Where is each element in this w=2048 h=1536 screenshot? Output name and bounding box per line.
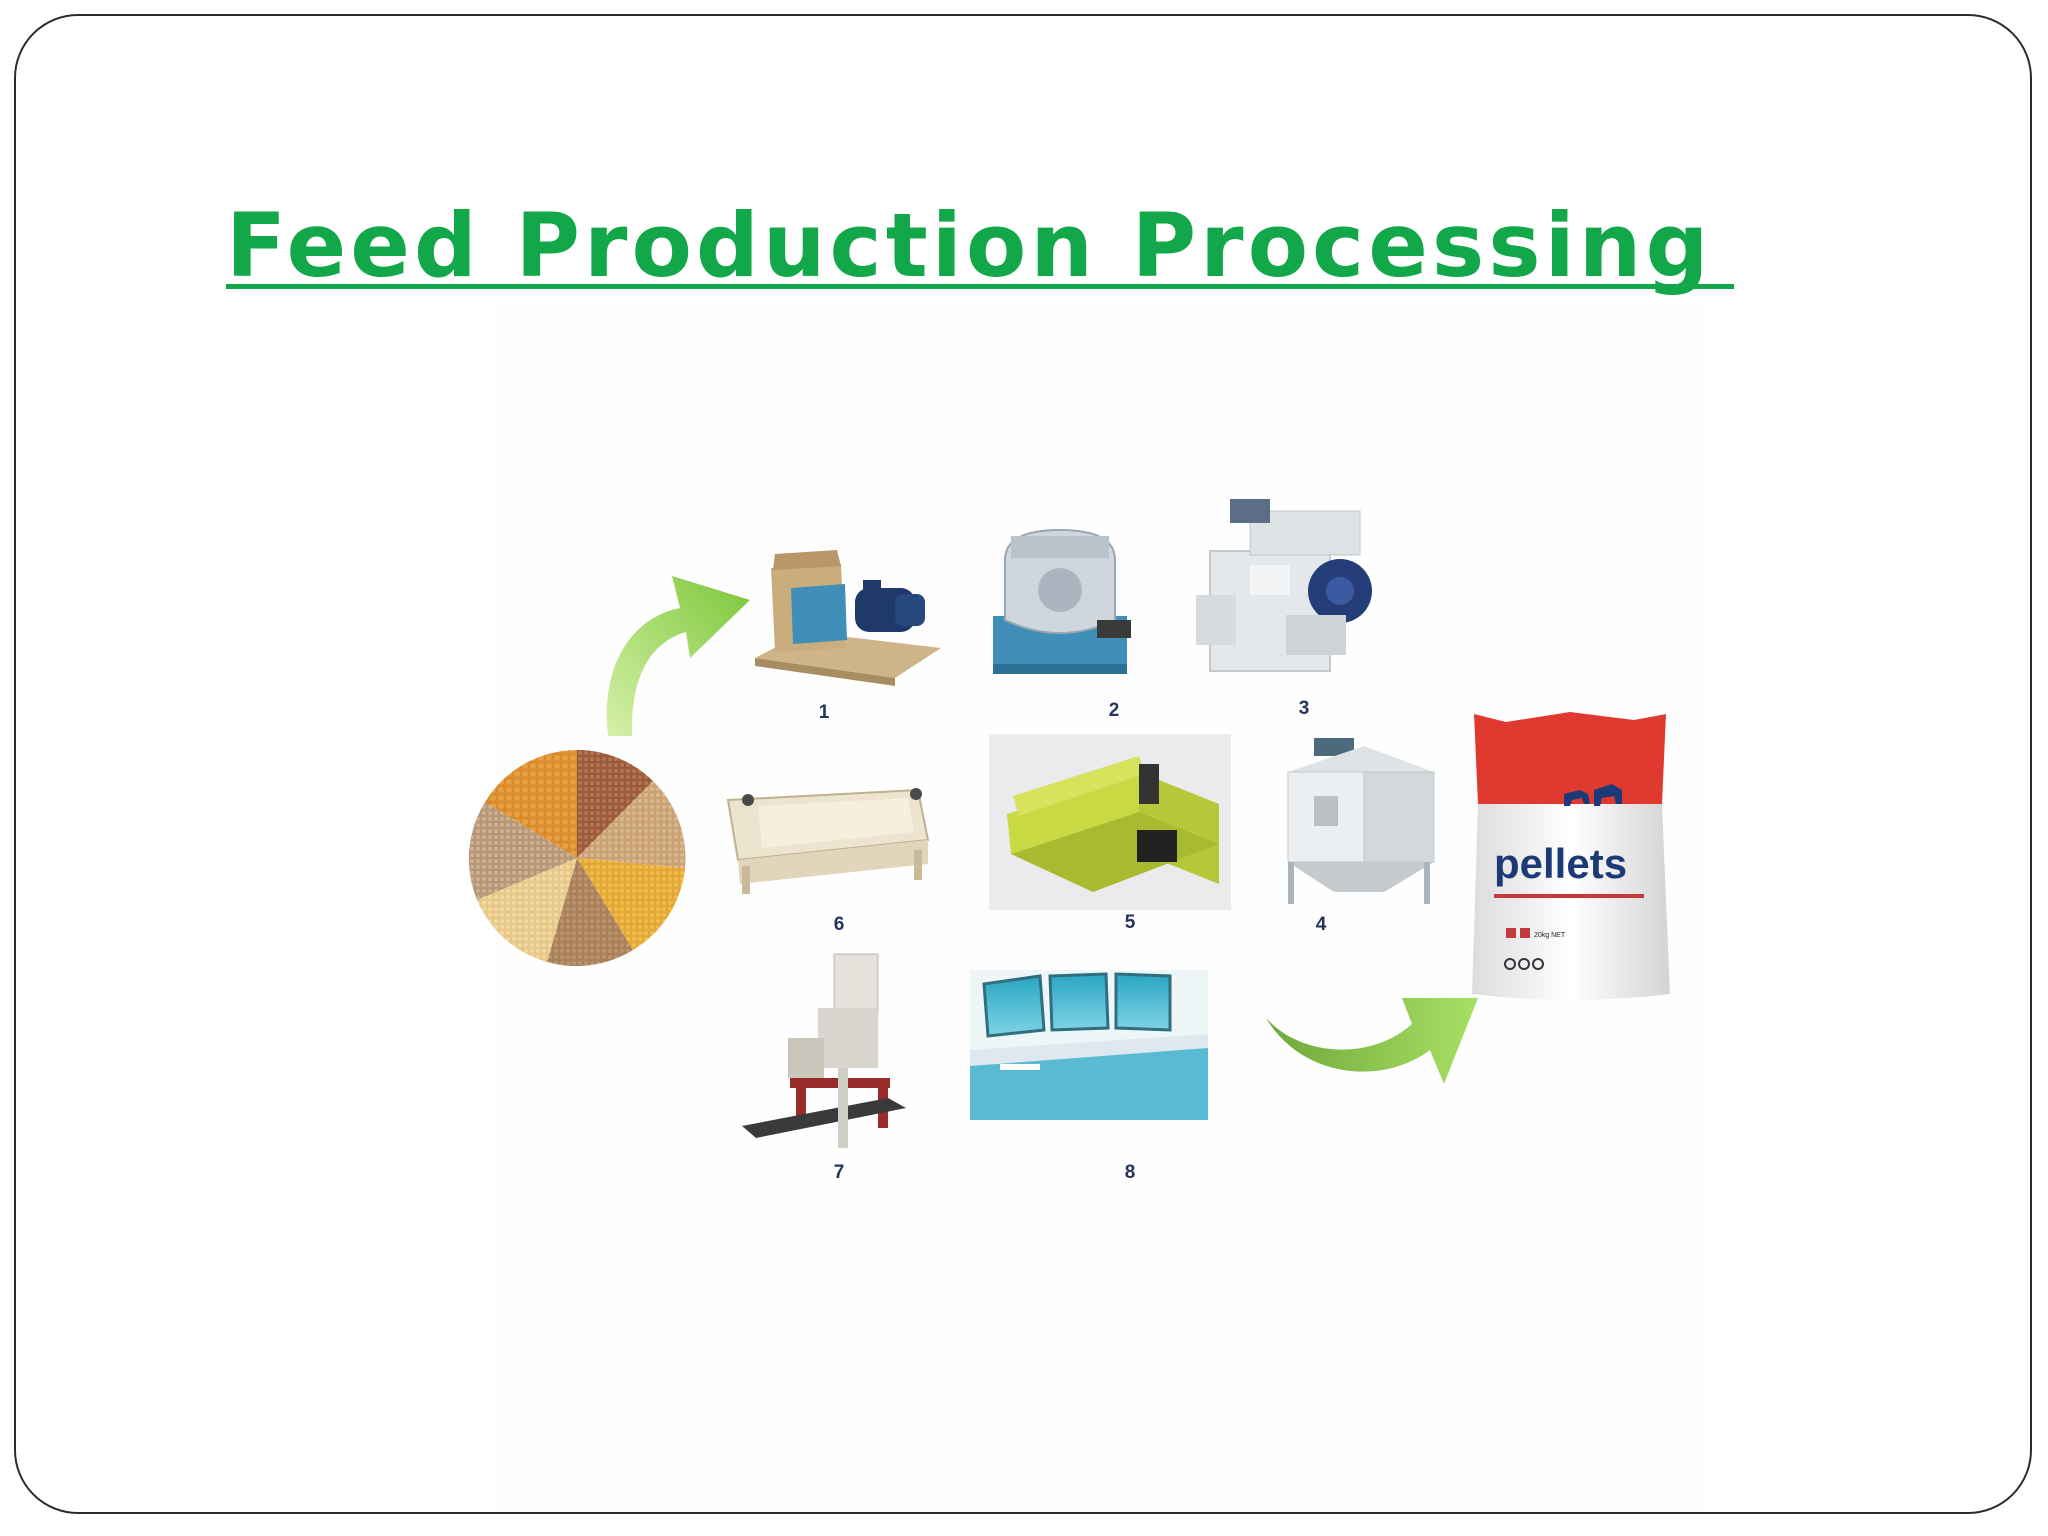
step-number-5: 5 [1124, 912, 1136, 933]
crumbler-icon [989, 734, 1231, 910]
mixer-icon [993, 528, 1131, 674]
pellets-bag-icon: pellets 20kg NET [1472, 712, 1670, 1000]
step-number-6: 6 [833, 914, 845, 935]
control-room-icon [970, 970, 1208, 1120]
step-number-8: 8 [1124, 1162, 1136, 1183]
arrow-to-mill-icon [606, 576, 750, 736]
bag-label: pellets [1494, 840, 1627, 887]
step-number-4: 4 [1315, 914, 1327, 935]
grain-pie-icon [468, 749, 686, 967]
hammer-mill-icon [755, 550, 941, 686]
cooler-icon [1287, 738, 1435, 904]
bag-weight: 20kg NET [1534, 932, 1566, 939]
step-number-1: 1 [818, 702, 830, 723]
step-number-2: 2 [1108, 700, 1120, 721]
title-underline [226, 284, 1734, 289]
packing-machine-icon [742, 953, 906, 1148]
arrow-to-bag-icon [1266, 998, 1478, 1084]
slide-title: Feed Production Processing [226, 194, 1713, 297]
step-number-7: 7 [833, 1162, 845, 1183]
pellet-mill-icon [1196, 499, 1372, 672]
screener-icon [726, 788, 930, 894]
step-number-3: 3 [1298, 698, 1310, 719]
